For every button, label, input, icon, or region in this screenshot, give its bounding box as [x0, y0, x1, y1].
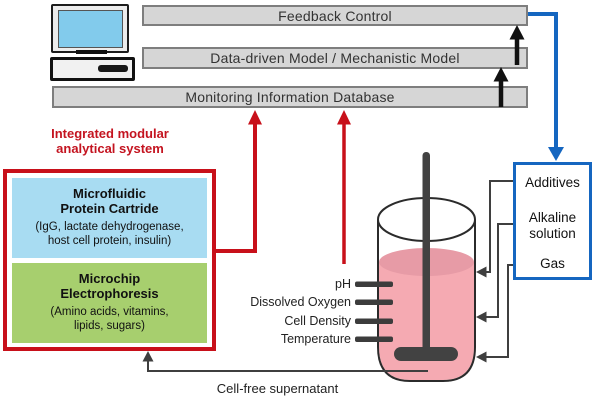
feed-item-alkaline-solution: Alkaline solution	[528, 210, 577, 241]
microfluidic-subtitle: (IgG, lactate dehydrogenase, host cell p…	[35, 221, 184, 247]
computer-monitor-icon	[51, 4, 129, 53]
liquid-surface	[379, 248, 474, 276]
feedback-to-feedbox-head	[548, 147, 564, 161]
feed-box: Additives Alkaline solution Gas	[513, 162, 592, 280]
probe-dissolved-oxygen	[355, 299, 393, 305]
probe-cell-density	[355, 318, 393, 324]
computer-screen-icon	[58, 10, 123, 48]
supernatant-line	[147, 361, 428, 372]
sensor-label-temperature: Temperature	[280, 332, 351, 346]
analytical-system-title: Integrated modular analytical system	[51, 126, 169, 156]
sensor-label-dissolved-oxygen: Dissolved Oxygen	[250, 295, 351, 309]
arrow-analytical-to-database	[213, 122, 257, 253]
sensor-label-cell-density: Cell Density	[284, 314, 351, 328]
alkaline-line	[482, 223, 513, 318]
computer-tower-icon	[50, 57, 135, 81]
feedback-control-label: Feedback Control	[278, 7, 392, 24]
supernatant-label: Cell-free supernatant	[216, 381, 339, 396]
sensor-label-ph: pH	[335, 277, 351, 291]
stirrer-impeller	[394, 347, 458, 361]
supernatant-arrowhead	[142, 351, 154, 362]
vessel-wall	[377, 220, 476, 382]
feedback-control-bar: Feedback Control	[142, 5, 528, 26]
probe-temperature	[355, 336, 393, 342]
sensor-probes	[355, 281, 393, 342]
vessel-liquid	[379, 262, 474, 380]
feedback-to-feedbox-line	[528, 12, 558, 149]
model-label: Data-driven Model / Mechanistic Model	[210, 50, 460, 66]
analytical-system-panel: Microfluidic Protein Cartride (IgG, lact…	[3, 169, 216, 351]
analytical-arrows	[213, 110, 351, 264]
gas-arrowhead	[476, 351, 487, 363]
microchip-module: Microchip Electrophoresis (Amino acids, …	[12, 263, 207, 343]
database-bar: Monitoring Information Database	[52, 86, 528, 108]
probe-ph	[355, 281, 393, 287]
vessel-rim	[377, 197, 476, 242]
stirrer-shaft	[422, 152, 430, 354]
additives-arrowhead	[476, 266, 487, 278]
microfluidic-module: Microfluidic Protein Cartride (IgG, lact…	[12, 178, 207, 258]
database-label: Monitoring Information Database	[185, 89, 395, 105]
microfluidic-title: Microfluidic Protein Cartride	[60, 186, 159, 216]
disk-slot-icon	[98, 65, 128, 72]
arrow-sensors-to-database-head	[337, 110, 351, 125]
feedback-connector	[528, 12, 564, 161]
gas-line	[482, 264, 513, 358]
feed-item-gas: Gas	[540, 256, 565, 271]
microchip-subtitle: (Amino acids, vitamins, lipids, sugars)	[50, 306, 169, 332]
arrow-analytical-to-database-head	[248, 110, 262, 125]
arrow-model-to-feedback-head	[509, 25, 525, 40]
microchip-title: Microchip Electrophoresis	[60, 271, 159, 301]
feed-item-additives: Additives	[525, 175, 580, 190]
alkaline-arrowhead	[476, 311, 487, 323]
arrow-database-to-model-head	[493, 67, 509, 82]
monitor-stand-icon	[76, 50, 107, 54]
additives-line	[482, 180, 513, 273]
model-bar: Data-driven Model / Mechanistic Model	[142, 47, 528, 69]
bioreactor-vessel	[377, 152, 476, 382]
